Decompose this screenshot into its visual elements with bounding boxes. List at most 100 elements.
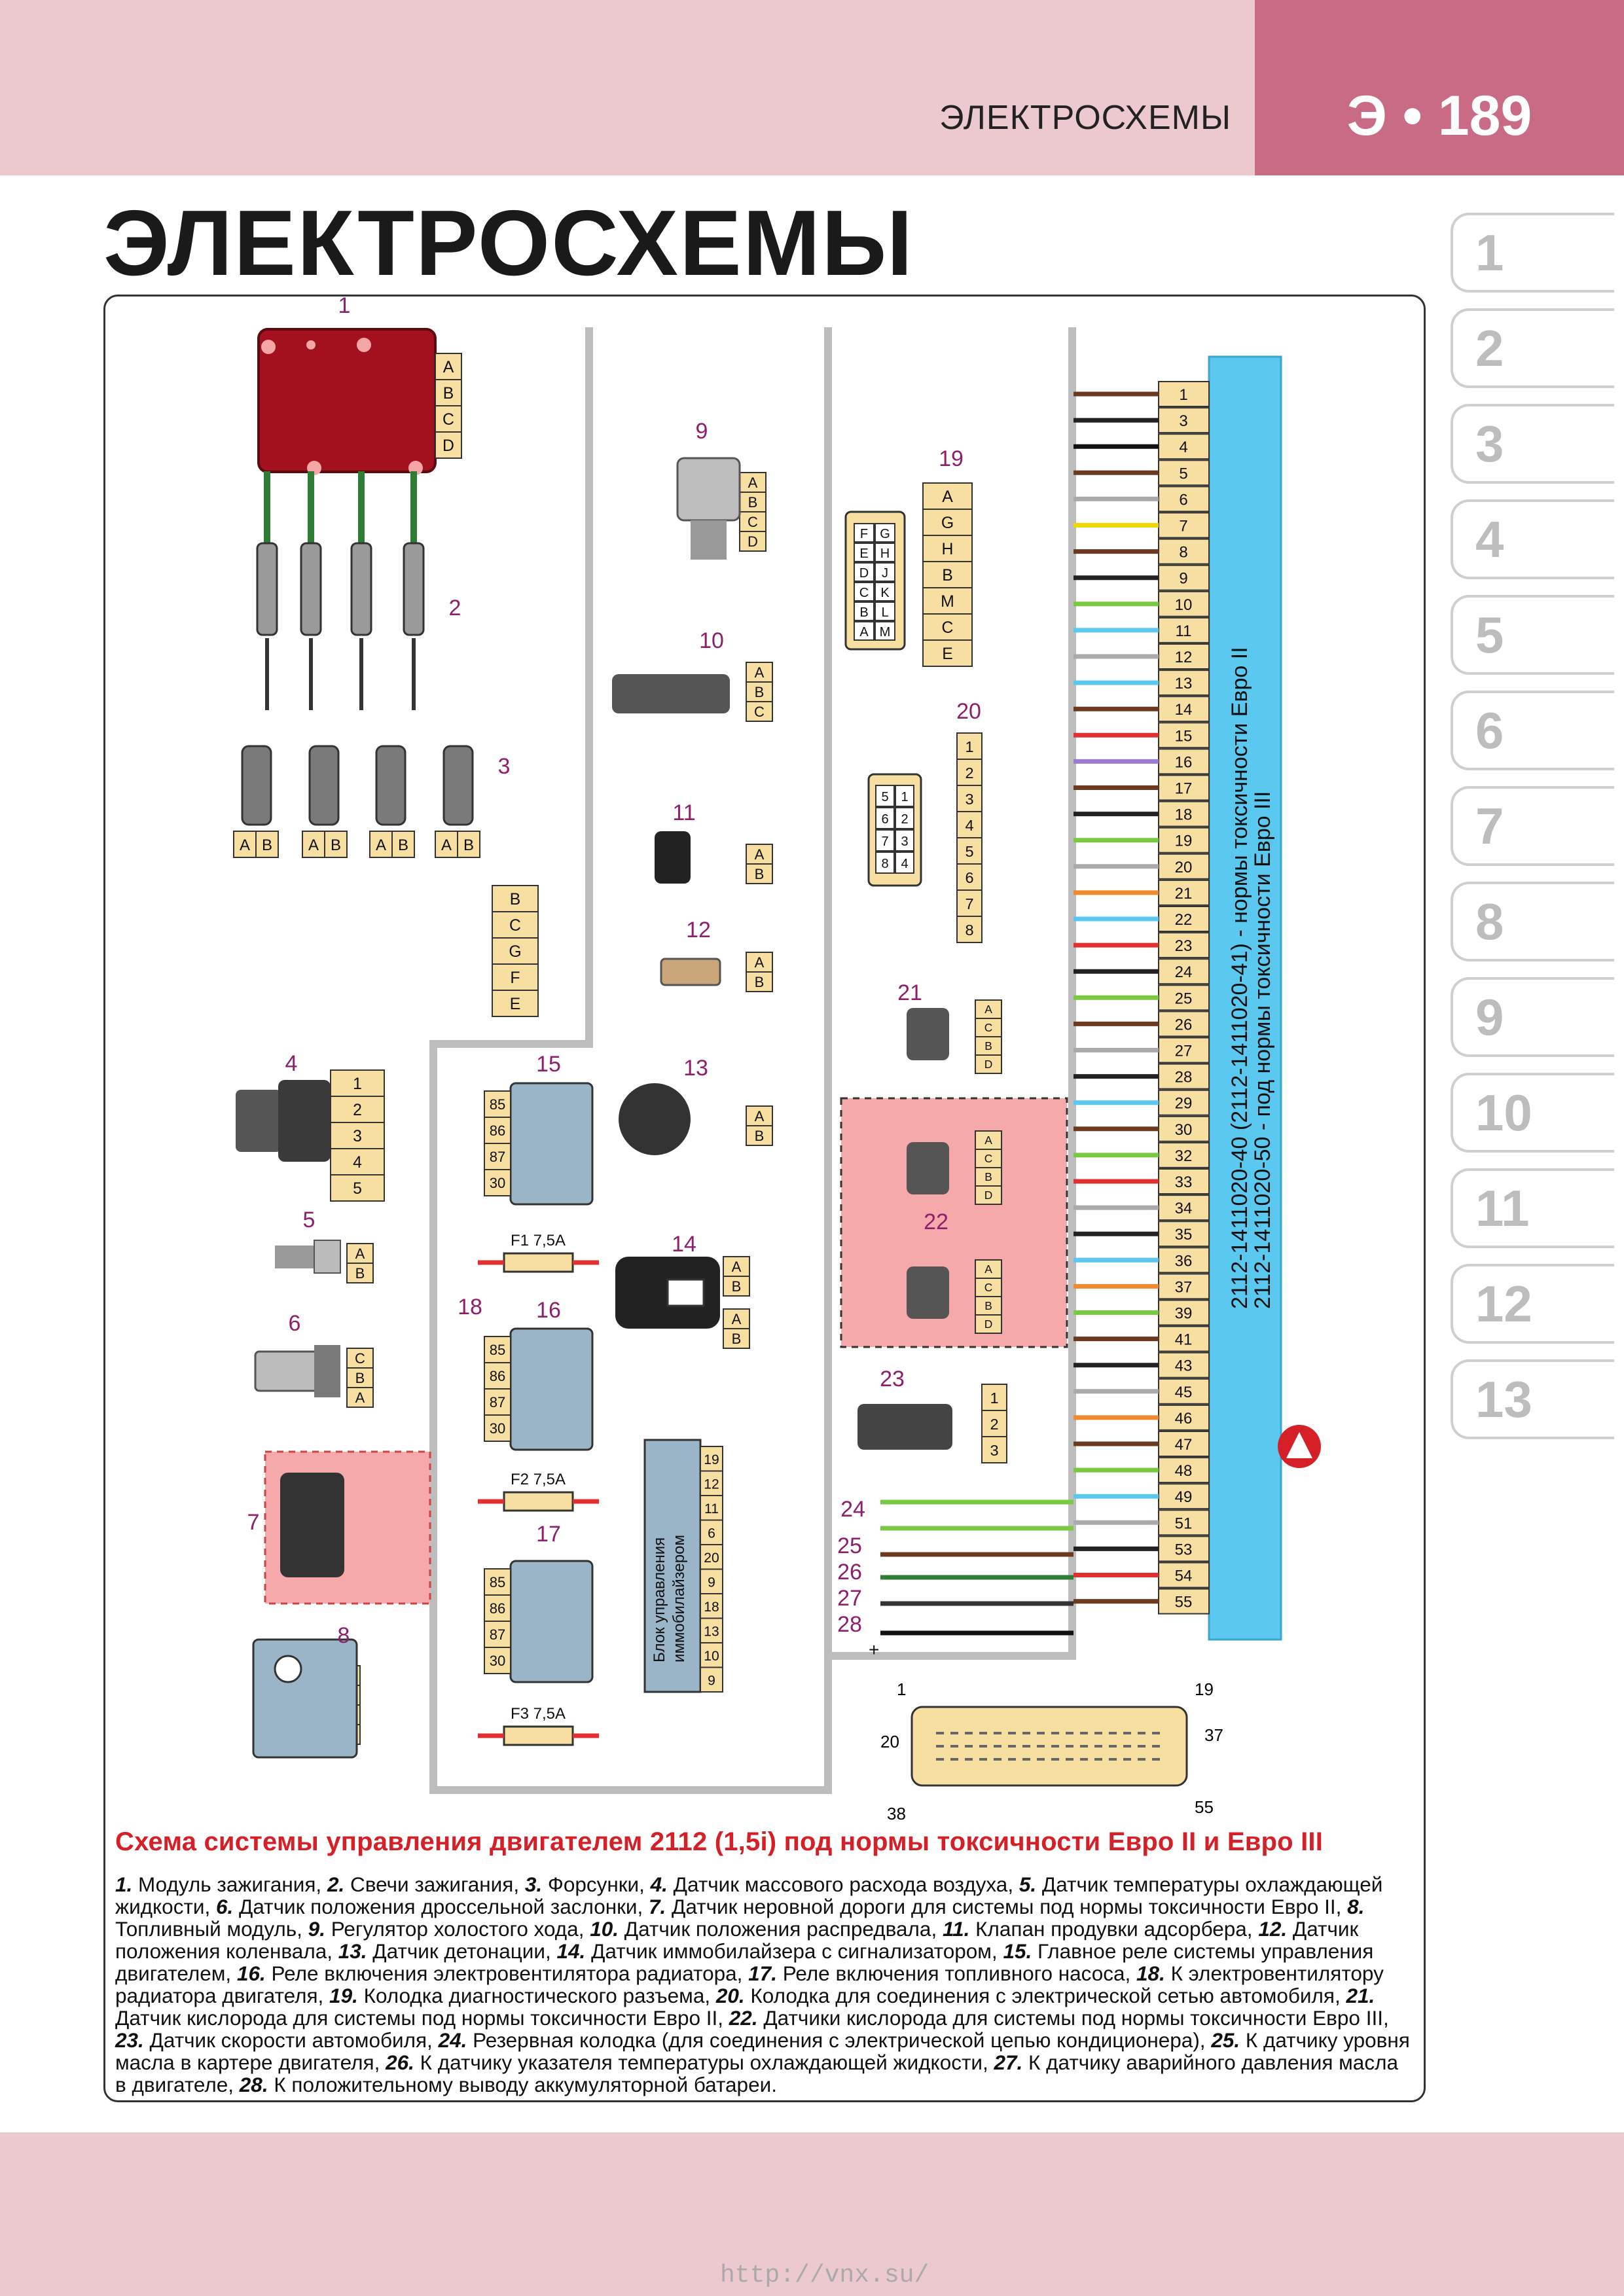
connector-pin-label: B <box>398 836 408 854</box>
chapter-tab-9[interactable]: 9 <box>1451 977 1614 1057</box>
connector-pin-label: A <box>376 836 386 854</box>
connector-pin-label: D <box>442 437 454 455</box>
connector-pin <box>700 1544 723 1570</box>
ecu-pin-label: 23 <box>1175 937 1193 955</box>
ecu-pin-box <box>1158 774 1210 801</box>
legend-number: 17. <box>748 1962 777 1985</box>
ecu-pin-box <box>1158 958 1210 985</box>
connector-pin-label: C <box>748 514 758 530</box>
connector-pin <box>330 1069 385 1097</box>
legend-text: Топливный модуль, <box>115 1917 308 1941</box>
chapter-tab-2[interactable]: 2 <box>1451 308 1614 388</box>
vehicle-grid-cell <box>875 785 895 807</box>
relay-pin-label: 85 <box>490 1574 505 1590</box>
relay-pin-label: 30 <box>490 1653 505 1669</box>
ecu-pin-label: 3 <box>1179 412 1187 430</box>
connector-pin <box>700 1446 723 1472</box>
legend-text: Датчик неровной дороги для системы под н… <box>666 1895 1348 1918</box>
legend-number: 5. <box>1019 1873 1037 1896</box>
diag-grid-label: F <box>860 527 868 541</box>
connector-pin <box>922 535 973 562</box>
vehicle-grid-label: 4 <box>901 857 908 871</box>
injector <box>442 745 474 826</box>
connector-pin <box>492 885 539 912</box>
connector-pin-label: E <box>942 645 953 663</box>
vehicle-grid-label: 1 <box>901 790 908 804</box>
callout-16: 16 <box>536 1298 561 1323</box>
chapter-tab-7[interactable]: 7 <box>1451 786 1614 866</box>
ecu-pin-box <box>1158 1011 1210 1037</box>
ecu-pin-label: 49 <box>1175 1488 1193 1506</box>
vehicle-grid-cell <box>875 852 895 874</box>
ecu-pin-label: 7 <box>1179 518 1187 535</box>
connector-pin-label: B <box>755 866 765 882</box>
ecu-pin-box <box>1158 748 1210 775</box>
chapter-tab-5[interactable]: 5 <box>1451 595 1614 675</box>
diag-grid-label: M <box>880 625 891 639</box>
ecu-pin-box <box>1158 932 1210 959</box>
connector-pin-label: 2 <box>990 1416 998 1433</box>
legend-number: 26. <box>386 2051 414 2074</box>
idle-air-regulator <box>676 457 741 560</box>
ecu-pin-box <box>1158 1535 1210 1562</box>
connector-pin-label: 12 <box>704 1477 719 1492</box>
component-callouts: 1234567891011121314151617181920212223242… <box>247 293 981 1648</box>
connector-pin <box>956 811 983 838</box>
vehicle-grid-cell <box>875 829 895 852</box>
relay-pin-label: 85 <box>490 1096 505 1113</box>
diag-grid-cell <box>854 562 875 582</box>
chapter-tab-8[interactable]: 8 <box>1451 882 1614 961</box>
ecu-pin-box <box>1158 564 1210 591</box>
vehicle-grid-cell <box>895 807 914 829</box>
publisher-logo <box>1278 1425 1321 1468</box>
diag-grid-cell <box>875 543 895 562</box>
chapter-tab-6[interactable]: 6 <box>1451 691 1614 770</box>
connector-pin <box>975 1296 1002 1316</box>
connector-pin-label: A <box>240 836 250 854</box>
relay-pin-label: 87 <box>490 1626 505 1643</box>
relay-pin-label: 86 <box>490 1600 505 1617</box>
connector-pin-label: A <box>732 1311 742 1327</box>
ecu-pin-label: 15 <box>1175 727 1193 745</box>
chapter-tab-12[interactable]: 12 <box>1451 1264 1614 1344</box>
connector-pin <box>330 1148 385 1175</box>
page-number: Э • 189 <box>1346 84 1532 147</box>
ecu-wires <box>1074 391 1159 1604</box>
chapter-tab-1[interactable]: 1 <box>1451 213 1614 293</box>
connector-pin <box>746 1105 773 1126</box>
oxygen-sensor-euro2 <box>907 1008 949 1060</box>
relay-pin-label: 86 <box>490 1122 505 1139</box>
chapter-tab-10[interactable]: 10 <box>1451 1073 1614 1153</box>
section-title: ЭЛЕКТРОСХЕМЫ <box>939 99 1231 137</box>
connector-pin-label: G <box>941 514 954 532</box>
legend-number: 6. <box>215 1895 234 1918</box>
legend-text: Датчик кислорода для системы под нормы т… <box>115 2006 729 2030</box>
throttle-position-sensor <box>254 1345 340 1397</box>
legend-text: Датчик температуры охлаждающей жидкости, <box>115 1873 1383 1918</box>
ecu-pin-box <box>1158 722 1210 749</box>
chapter-tab-11[interactable]: 11 <box>1451 1168 1614 1248</box>
injector <box>241 745 272 826</box>
connector-pin <box>981 1436 1007 1463</box>
chapter-tab-3[interactable]: 3 <box>1451 404 1614 484</box>
ecu-pin-label: 26 <box>1175 1016 1193 1033</box>
connector-pin-label: 1 <box>965 738 973 755</box>
chapter-tab-4[interactable]: 4 <box>1451 499 1614 579</box>
legend-text: Регулятор холостого хода, <box>325 1917 590 1941</box>
connector-pin-label: A <box>308 836 319 854</box>
connector-pin-label: A <box>984 1003 992 1016</box>
legend-number: 27. <box>994 2051 1023 2074</box>
connector-pin-label: A <box>355 1390 365 1406</box>
callout-5: 5 <box>303 1208 316 1232</box>
ecu-pin-box <box>1158 1378 1210 1405</box>
diag-grid-label: D <box>859 566 869 581</box>
connector-pin <box>700 1617 723 1643</box>
connector-pin <box>700 1568 723 1594</box>
chapter-tab-13[interactable]: 13 <box>1451 1359 1614 1439</box>
